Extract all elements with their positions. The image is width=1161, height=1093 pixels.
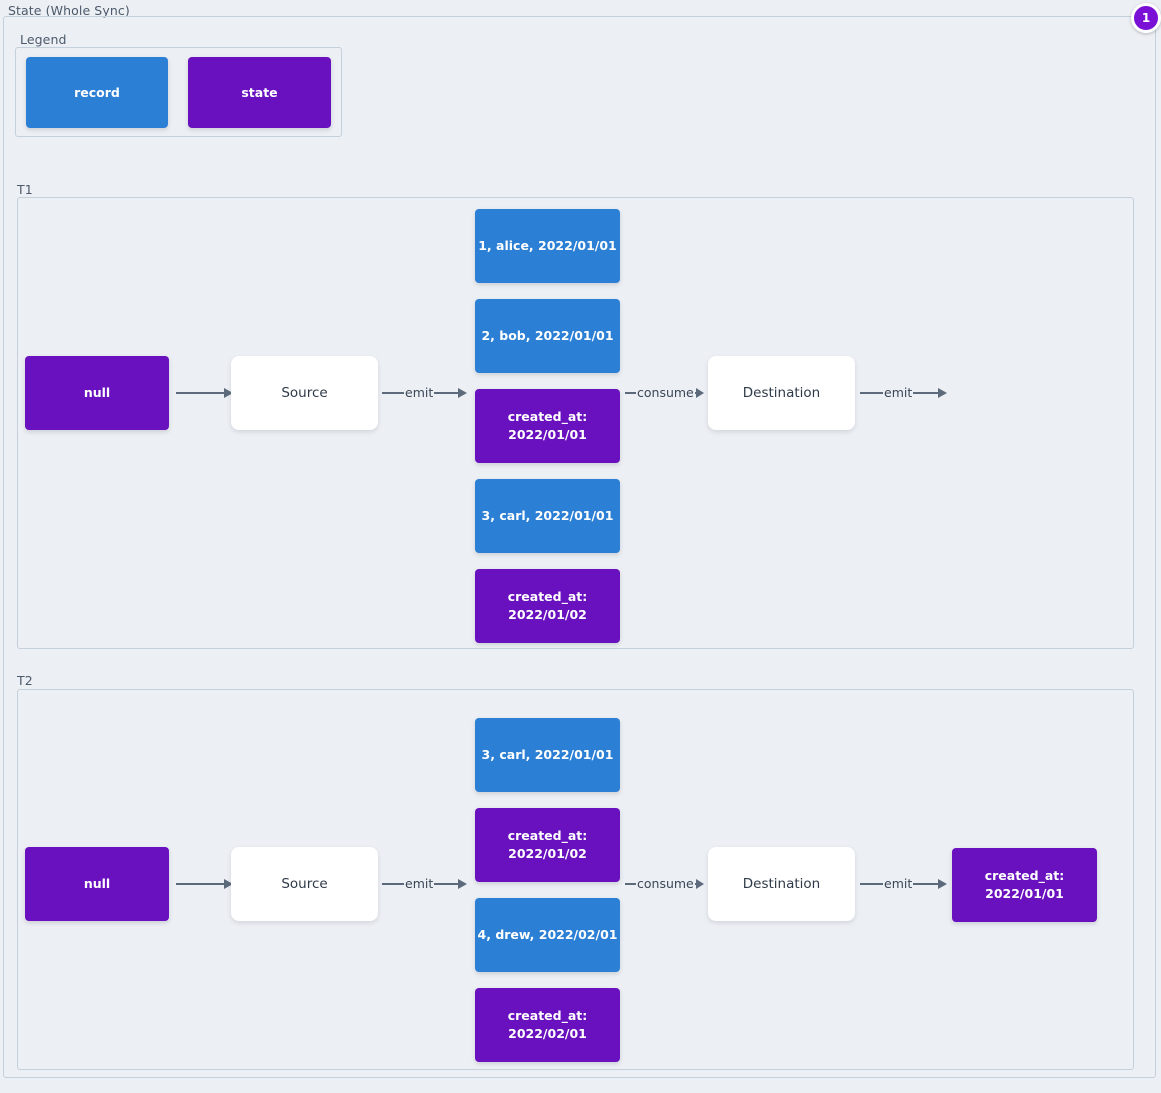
arrow-head-icon xyxy=(223,388,233,398)
diagram-title: State (Whole Sync) xyxy=(8,3,130,18)
legend-title: Legend xyxy=(20,32,67,47)
arrow-line xyxy=(913,882,939,886)
t1-arrow-destination-emit-label: emit xyxy=(884,385,913,400)
t1-arrow-consume: consume xyxy=(625,384,705,402)
t1-stream-item: 1, alice, 2022/01/01 xyxy=(475,209,620,283)
t2-arrow-source-emit-label: emit xyxy=(405,876,434,891)
t1-initial-state-label: null xyxy=(83,385,111,400)
arrow-head-icon xyxy=(937,879,947,889)
legend-item-record: record xyxy=(26,57,168,128)
t1-stream-item-label: created_at: 2022/01/02 xyxy=(507,589,588,622)
t2-stream-item-label: 3, carl, 2022/01/01 xyxy=(481,747,614,762)
t1-source-label: Source xyxy=(281,385,328,401)
step-badge[interactable]: 1 xyxy=(1131,3,1161,33)
t2-stream-item: created_at: 2022/01/02 xyxy=(475,808,620,882)
t1-stream-item-label: created_at: 2022/01/01 xyxy=(507,409,588,442)
t2-arrow-destination-emit-label: emit xyxy=(884,876,913,891)
t1-arrow-consume-label: consume xyxy=(637,385,694,400)
t2-output-state-label: created_at: 2022/01/01 xyxy=(984,868,1065,901)
arrow-line xyxy=(434,391,459,395)
arrow-head-icon xyxy=(937,388,947,398)
legend-item-state: state xyxy=(188,57,331,128)
arrow-head-icon xyxy=(696,388,705,398)
t1-stream-item: 3, carl, 2022/01/01 xyxy=(475,479,620,553)
arrow-line xyxy=(382,882,404,886)
t2-destination-node: Destination xyxy=(708,847,855,921)
t2-output-state-node: created_at: 2022/01/01 xyxy=(952,848,1097,922)
t1-destination-label: Destination xyxy=(742,385,821,401)
t2-source-node: Source xyxy=(231,847,378,921)
section-frame-t1 xyxy=(17,197,1134,649)
arrow-head-icon xyxy=(457,388,467,398)
t1-stream-item-label: 3, carl, 2022/01/01 xyxy=(481,508,614,523)
arrow-line xyxy=(694,391,697,395)
arrow-line xyxy=(382,391,404,395)
t1-arrow-source-emit-label: emit xyxy=(405,385,434,400)
t1-stream-item: created_at: 2022/01/01 xyxy=(475,389,620,463)
t1-stream-item: created_at: 2022/01/02 xyxy=(475,569,620,643)
t1-arrow-source-emit: emit xyxy=(382,384,467,402)
arrow-head-icon xyxy=(696,879,705,889)
arrow-line xyxy=(434,882,459,886)
legend-frame xyxy=(15,47,342,137)
t2-arrow-null-to-source xyxy=(176,875,233,893)
t2-stream-item: created_at: 2022/02/01 xyxy=(475,988,620,1062)
arrow-line xyxy=(176,882,224,886)
arrow-line xyxy=(625,882,636,886)
section-frame-t2 xyxy=(17,689,1134,1070)
arrow-line xyxy=(694,882,697,886)
t2-stream-item-label: created_at: 2022/02/01 xyxy=(507,1008,588,1041)
t1-stream-item-label: 2, bob, 2022/01/01 xyxy=(481,328,614,343)
t2-arrow-consume: consume xyxy=(625,875,705,893)
legend-item-record-label: record xyxy=(74,84,120,100)
t1-destination-node: Destination xyxy=(708,356,855,430)
t2-destination-label: Destination xyxy=(742,876,821,892)
t2-stream-item: 4, drew, 2022/02/01 xyxy=(475,898,620,972)
arrow-line xyxy=(860,391,883,395)
t2-initial-state-node: null xyxy=(25,847,169,921)
arrow-line xyxy=(625,391,636,395)
t2-arrow-destination-emit: emit xyxy=(860,875,947,893)
arrow-line xyxy=(176,391,224,395)
t1-arrow-null-to-source xyxy=(176,384,233,402)
t1-arrow-destination-emit: emit xyxy=(860,384,947,402)
section-label-t2: T2 xyxy=(17,673,33,688)
t2-initial-state-label: null xyxy=(83,876,111,891)
t1-stream-item-label: 1, alice, 2022/01/01 xyxy=(478,238,617,253)
t2-stream-item-label: created_at: 2022/01/02 xyxy=(507,828,588,861)
t1-initial-state-node: null xyxy=(25,356,169,430)
t2-arrow-source-emit: emit xyxy=(382,875,467,893)
arrow-head-icon xyxy=(457,879,467,889)
arrow-line xyxy=(860,882,883,886)
t2-stream-item-label: 4, drew, 2022/02/01 xyxy=(477,927,618,942)
diagram-frame xyxy=(3,16,1156,1078)
t1-stream-item: 2, bob, 2022/01/01 xyxy=(475,299,620,373)
section-label-t1: T1 xyxy=(17,182,33,197)
legend-item-state-label: state xyxy=(241,84,278,100)
t2-source-label: Source xyxy=(281,876,328,892)
t1-source-node: Source xyxy=(231,356,378,430)
t2-stream-item: 3, carl, 2022/01/01 xyxy=(475,718,620,792)
arrow-head-icon xyxy=(223,879,233,889)
arrow-line xyxy=(913,391,939,395)
t2-arrow-consume-label: consume xyxy=(637,876,694,891)
